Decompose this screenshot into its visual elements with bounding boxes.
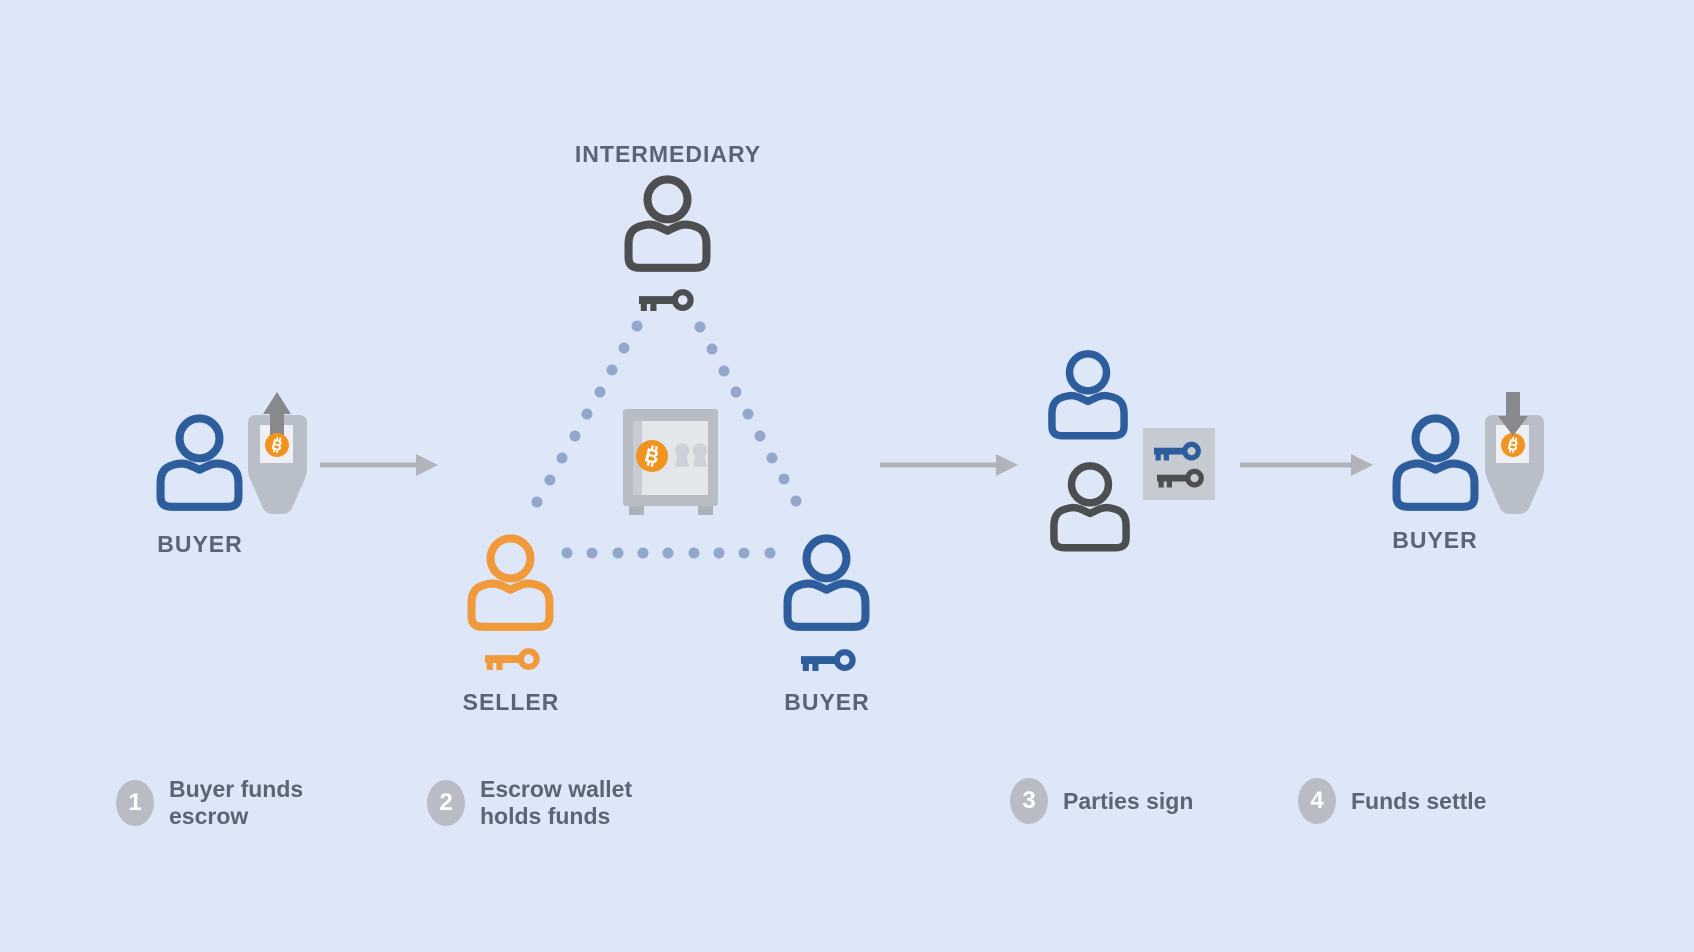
- step-3: 3 Parties sign: [1010, 778, 1193, 824]
- buyer3-label: BUYER: [1392, 527, 1478, 553]
- gray-key-icon: [1157, 468, 1205, 489]
- safe-leg-left: [629, 506, 644, 515]
- buyer1-person-icon: [152, 414, 247, 516]
- bitcoin-coin-icon: B: [636, 440, 668, 472]
- intermediary-label: INTERMEDIARY: [574, 141, 762, 167]
- buyer2-person-icon: [779, 534, 874, 636]
- step-1: 1 Buyer funds escrow: [116, 776, 303, 830]
- step-1-badge: 1: [116, 780, 154, 826]
- step-1-line1: Buyer funds: [169, 776, 304, 802]
- step-3-line1: Parties sign: [1063, 787, 1194, 814]
- safe-leg-right: [698, 506, 713, 515]
- intermediary-key-icon: [639, 288, 695, 313]
- step-1-line2: escrow: [169, 803, 249, 829]
- flow-arrow-3: [1240, 454, 1373, 476]
- party1-person-icon: [1044, 349, 1132, 445]
- step-4: 4 Funds settle: [1298, 778, 1486, 824]
- seller-key-icon: [485, 647, 541, 672]
- bitcoin-symbol: B: [642, 445, 661, 469]
- buyer3-person-icon: [1388, 414, 1483, 516]
- arrow-up-icon: [263, 392, 291, 438]
- buyer3-wallet: B: [1485, 392, 1544, 517]
- bitcoin-coin-icon: B: [265, 433, 289, 457]
- flow-arrow-1: [320, 454, 438, 476]
- seller-person-icon: [463, 534, 558, 636]
- bitcoin-symbol: B: [270, 437, 284, 455]
- signing-keys-box: [1143, 428, 1215, 500]
- step-4-line1: Funds settle: [1351, 787, 1487, 814]
- step-2: 2 Escrow wallet holds funds: [427, 776, 632, 830]
- step-4-badge: 4: [1298, 778, 1336, 824]
- party2-person-icon: [1046, 461, 1134, 557]
- buyer1-wallet: B: [248, 392, 307, 517]
- flow-arrow-2: [880, 454, 1018, 476]
- step-4-text: Funds settle: [1351, 788, 1486, 815]
- step-2-line1: Escrow wallet: [480, 776, 633, 802]
- buyer2-key-icon: [801, 648, 857, 673]
- step-3-text: Parties sign: [1063, 788, 1193, 815]
- arrow-down-icon: [1498, 392, 1528, 436]
- keyhole-icon-2: [691, 443, 709, 467]
- blue-key-icon: [1154, 441, 1202, 462]
- step-2-badge: 2: [427, 780, 465, 826]
- intermediary-person-icon: [620, 175, 715, 277]
- step-1-text: Buyer funds escrow: [169, 776, 303, 830]
- buyer2-label: BUYER: [784, 689, 870, 715]
- bitcoin-coin-icon: B: [1501, 433, 1525, 457]
- step-3-badge: 3: [1010, 778, 1048, 824]
- trust-triangle-dots-bottom: [561, 547, 776, 559]
- bitcoin-symbol: B: [1506, 437, 1520, 455]
- step-2-text: Escrow wallet holds funds: [480, 776, 632, 830]
- escrow-safe: B: [623, 409, 718, 515]
- keyhole-icon-1: [673, 443, 691, 467]
- step-2-line2: holds funds: [480, 803, 611, 829]
- buyer1-label: BUYER: [157, 531, 243, 557]
- seller-label: SELLER: [462, 689, 560, 715]
